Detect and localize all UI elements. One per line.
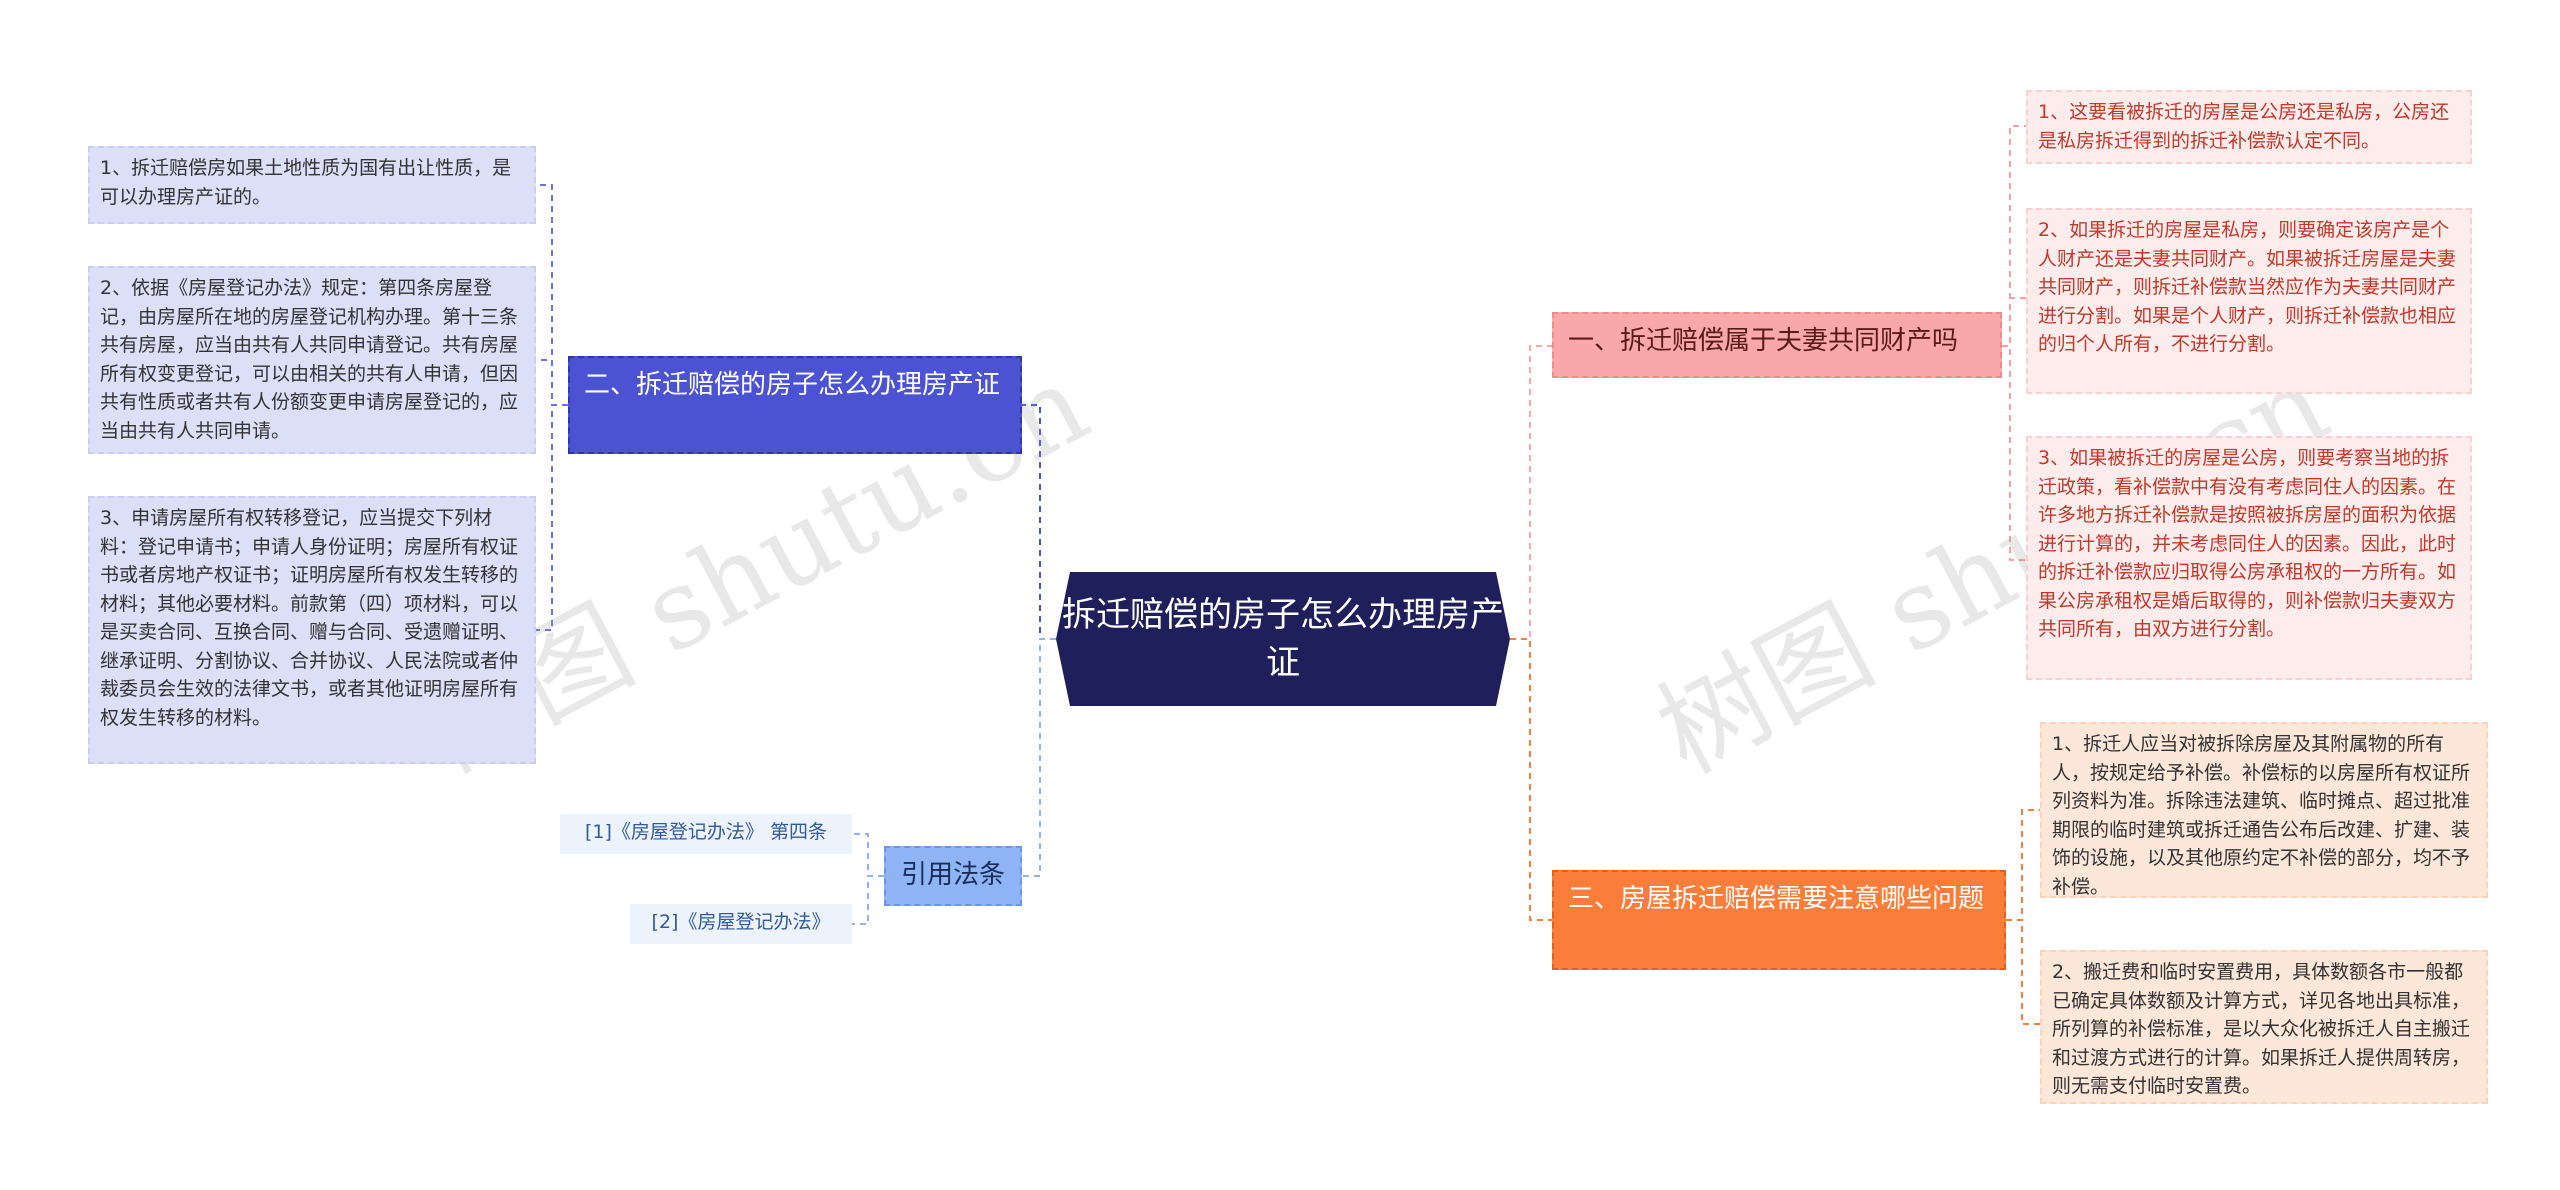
list-item: 1、拆迁赔偿房如果土地性质为国有出让性质，是可以办理房产证的。 xyxy=(88,146,536,224)
branch-label: 引用法条 xyxy=(900,860,1005,890)
branch-joint-property[interactable]: 一、拆迁赔偿属于夫妻共同财产吗 xyxy=(1552,312,2002,378)
list-item: 2、依据《房屋登记办法》规定：第四条房屋登记，由房屋所在地的房屋登记机构办理。第… xyxy=(88,266,536,454)
list-item: 2、如果拆迁的房屋是私房，则要确定该房产是个人财产还是夫妻共同财产。如果被拆迁房… xyxy=(2026,208,2472,394)
list-item: 1、这要看被拆迁的房屋是公房还是私房，公房还是私房拆迁得到的拆迁补偿款认定不同。 xyxy=(2026,90,2472,164)
central-topic-label: 拆迁赔偿的房子怎么办理房产证 xyxy=(1062,595,1504,683)
list-item: 3、如果被拆迁的房屋是公房，则要考察当地的拆迁政策，看补偿款中有没有考虑同住人的… xyxy=(2026,436,2472,680)
branch-compensation-notes[interactable]: 三、房屋拆迁赔偿需要注意哪些问题 xyxy=(1552,870,2006,970)
list-item: 1、拆迁人应当对被拆除房屋及其附属物的所有人，按规定给予补偿。补偿标的以房屋所有… xyxy=(2040,722,2488,898)
branch-cited-laws[interactable]: 引用法条 xyxy=(884,846,1022,906)
branch-label: 二、拆迁赔偿的房子怎么办理房产证 xyxy=(584,370,1001,400)
branch-label: 一、拆迁赔偿属于夫妻共同财产吗 xyxy=(1568,326,1959,356)
list-item: 2、搬迁费和临时安置费用，具体数额各市一般都已确定具体数额及计算方式，详见各地出… xyxy=(2040,950,2488,1104)
central-topic[interactable]: 拆迁赔偿的房子怎么办理房产证 xyxy=(1056,572,1510,706)
list-item: 3、申请房屋所有权转移登记，应当提交下列材料：登记申请书；申请人身份证明；房屋所… xyxy=(88,496,536,764)
branch-how-to-get-certificate[interactable]: 二、拆迁赔偿的房子怎么办理房产证 xyxy=(568,356,1022,454)
branch-label: 三、房屋拆迁赔偿需要注意哪些问题 xyxy=(1568,884,1985,914)
law-reference-link[interactable]: [2]《房屋登记办法》 xyxy=(630,904,852,944)
law-reference-link[interactable]: [1]《房屋登记办法》 第四条 xyxy=(560,814,852,854)
